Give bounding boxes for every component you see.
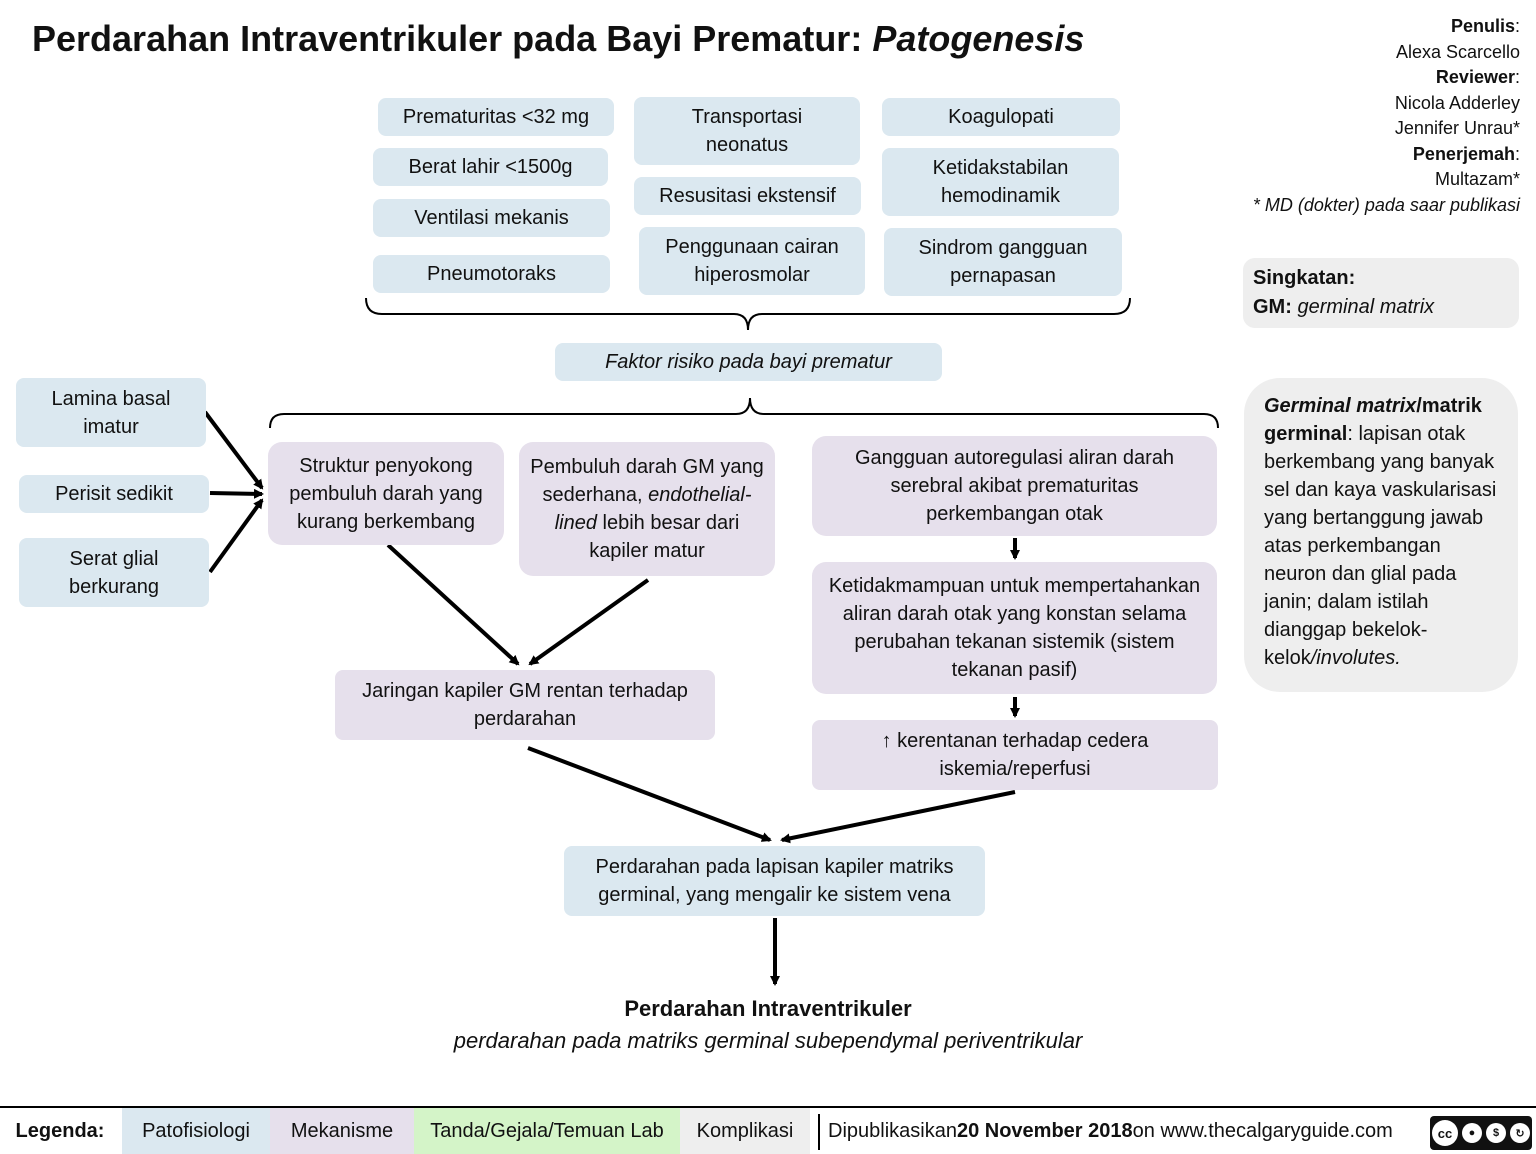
left-factor: Lamina basal imatur xyxy=(16,378,206,447)
risk-factor: Prematuritas <32 mg xyxy=(378,98,614,136)
reviewer-name: Jennifer Unrau* xyxy=(1394,118,1520,138)
hemorrhage-box: Perdarahan pada lapisan kapiler matriks … xyxy=(564,846,985,916)
abbreviations-box: Singkatan: GM: germinal matrix xyxy=(1243,258,1519,328)
arrow-struktur xyxy=(386,543,520,666)
risk-factor: Resusitasi ekstensif xyxy=(634,177,861,215)
arrow-perisit xyxy=(209,488,264,499)
legend-bar: Legenda: Patofisiologi Mekanisme Tanda/G… xyxy=(0,1106,1536,1154)
arrow-lamina xyxy=(203,410,264,490)
translator-name: Multazam* xyxy=(1434,169,1520,189)
arrow-kerentanan xyxy=(780,790,1016,844)
mechanism-gangguan: Gangguan autoregulasi aliran darah sereb… xyxy=(812,436,1217,536)
legend-label: Legenda: xyxy=(15,1119,105,1142)
mechanism-struktur: Struktur penyokong pembuluh darah yang k… xyxy=(268,442,504,545)
legend-item: Mekanisme xyxy=(270,1108,414,1154)
risk-factor: Transportasi neonatus xyxy=(634,97,860,165)
abbr-value: germinal matrix xyxy=(1297,296,1435,318)
risk-summary: Faktor risiko pada bayi prematur xyxy=(555,343,942,381)
mechanism-pembuluh: Pembuluh darah GM yang sederhana, endoth… xyxy=(519,442,775,576)
credits-note: * MD (dokter) pada saar publikasi xyxy=(1252,194,1520,215)
definition-box: Germinal matrix/matrik germinal: lapisan… xyxy=(1244,378,1518,692)
reviewer-name: Nicola Adderley xyxy=(1394,92,1520,113)
translator-label: Penerjemah xyxy=(1412,143,1515,164)
mechanism-ketidakmampuan: Ketidakmampuan untuk mempertahankan alir… xyxy=(812,562,1217,694)
outcome-subtitle: perdarahan pada matriks germinal subepen… xyxy=(453,1028,1083,1053)
cc-by-nc-sa-icon: cc ● $ ↻ xyxy=(1430,1116,1532,1150)
arrow-jaringan xyxy=(527,746,772,842)
risk-factor: Pneumotoraks xyxy=(373,255,610,293)
risk-factor: Penggunaan cairan hiperosmolar xyxy=(639,227,865,295)
credits: Penulis: Alexa Scarcello Reviewer: Nicol… xyxy=(1252,16,1520,215)
abbreviations-label: Singkatan: xyxy=(1253,267,1356,289)
outcome-title: Perdarahan Intraventrikuler xyxy=(624,996,912,1021)
page-title: Perdarahan Intraventrikuler pada Bayi Pr… xyxy=(32,18,1085,59)
risk-brace xyxy=(365,297,1131,331)
risk-factor: Koagulopati xyxy=(882,98,1120,136)
legend-item: Komplikasi xyxy=(680,1108,810,1154)
legend-divider xyxy=(818,1114,820,1150)
author-name: Alexa Scarcello xyxy=(1395,41,1520,62)
arrow-pembuluh xyxy=(528,578,650,666)
mechanism-brace xyxy=(269,397,1219,429)
author-label: Penulis xyxy=(1450,16,1515,36)
legend-item: Tanda/Gejala/Temuan Lab xyxy=(414,1108,680,1154)
abbr-key: GM: xyxy=(1253,296,1292,318)
risk-factor: Ventilasi mekanis xyxy=(373,199,610,237)
published-info: Dipublikasikan 20 November 2018 on www.t… xyxy=(828,1119,1393,1142)
risk-factor: Ketidakstabilan hemodinamik xyxy=(882,148,1119,216)
risk-factor: Sindrom gangguan pernapasan xyxy=(884,228,1122,296)
risk-factor: Berat lahir <1500g xyxy=(373,148,608,186)
legend-item: Patofisiologi xyxy=(122,1108,270,1154)
mechanism-jaringan: Jaringan kapiler GM rentan terhadap perd… xyxy=(335,670,715,740)
mechanism-kerentanan: ↑ kerentanan terhadap cedera iskemia/rep… xyxy=(812,720,1218,790)
left-factor: Perisit sedikit xyxy=(19,475,209,513)
reviewer-label: Reviewer xyxy=(1435,67,1515,87)
arrow-serat xyxy=(208,498,264,574)
left-factor: Serat glial berkurang xyxy=(19,538,209,607)
